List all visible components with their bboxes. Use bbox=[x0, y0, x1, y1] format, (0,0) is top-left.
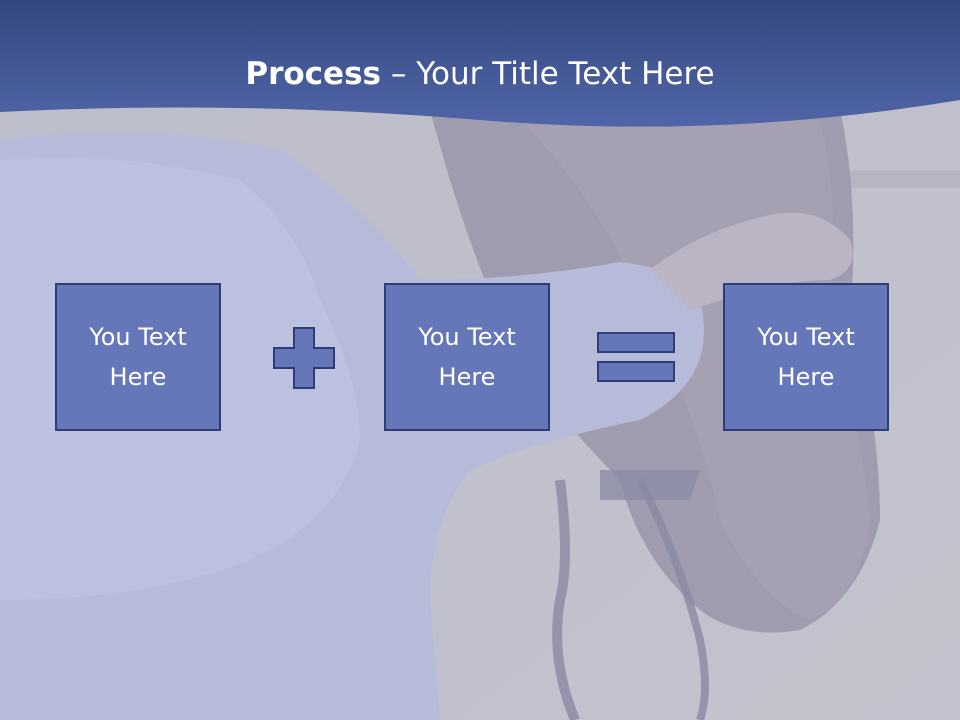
process-box-2[interactable]: You Text Here bbox=[384, 283, 550, 431]
plus-icon bbox=[273, 327, 335, 389]
process-box-3-label: You Text Here bbox=[757, 323, 855, 391]
equals-icon bbox=[597, 332, 675, 382]
page-title: Process – Your Title Text Here bbox=[0, 52, 960, 96]
title-rest: – Your Title Text Here bbox=[381, 56, 715, 92]
title-bold: Process bbox=[245, 56, 381, 92]
process-box-1[interactable]: You Text Here bbox=[55, 283, 221, 431]
process-box-2-label: You Text Here bbox=[418, 323, 516, 391]
process-box-3[interactable]: You Text Here bbox=[723, 283, 889, 431]
process-box-1-label: You Text Here bbox=[89, 323, 187, 391]
